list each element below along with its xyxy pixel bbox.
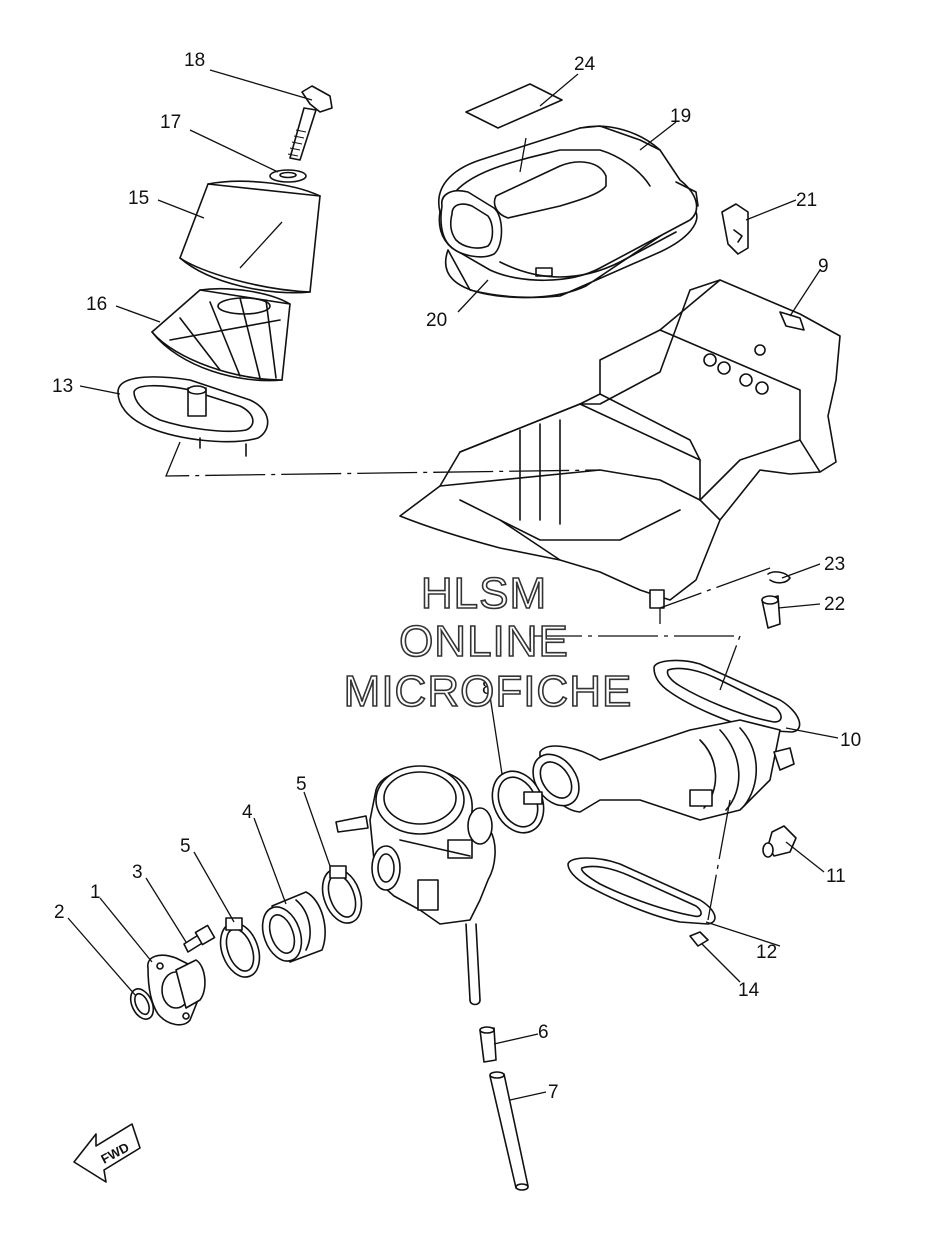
watermark: HLSM ONLINE MICROFICHE xyxy=(343,568,633,717)
label-14: 14 xyxy=(738,980,760,1001)
label-8: 8 xyxy=(482,678,493,699)
reference-lines xyxy=(165,441,771,921)
label-19: 19 xyxy=(670,106,691,127)
label-1: 1 xyxy=(90,882,101,903)
leader-lines xyxy=(67,69,839,1101)
label-21: 21 xyxy=(796,190,817,211)
label-5-right: 5 xyxy=(296,774,307,795)
label-16: 16 xyxy=(86,294,107,315)
label-11: 11 xyxy=(826,866,846,887)
part-9-airbox-case xyxy=(399,279,841,609)
part-24-decal xyxy=(465,83,563,129)
label-23: 23 xyxy=(824,554,845,575)
label-18: 18 xyxy=(184,50,205,71)
part-15-filter-element xyxy=(179,180,321,294)
part-5-clamp-right xyxy=(321,865,363,924)
part-4-carb-joint xyxy=(261,891,326,963)
part-22-cap xyxy=(761,595,781,629)
part-14-nut xyxy=(689,931,709,947)
label-17: 17 xyxy=(160,112,181,133)
label-4: 4 xyxy=(242,802,253,823)
part-17-washer xyxy=(269,169,307,183)
part-10-intake-joint xyxy=(532,659,801,821)
fwd-arrow-icon: FWD xyxy=(73,1123,141,1183)
part-12-gasket xyxy=(567,857,716,925)
label-22: 22 xyxy=(824,594,845,615)
part-7-hose xyxy=(489,1071,529,1191)
part-18-wing-bolt xyxy=(287,85,333,161)
label-15: 15 xyxy=(128,188,149,209)
label-12: 12 xyxy=(756,942,777,963)
part-1-manifold xyxy=(147,954,206,1026)
watermark-line-2: ONLINE xyxy=(399,617,569,666)
label-3: 3 xyxy=(132,862,143,883)
label-6: 6 xyxy=(538,1022,549,1043)
part-19-airbox-cover xyxy=(438,125,699,299)
watermark-line-1: HLSM xyxy=(421,569,547,618)
watermark-line-3: MICROFICHE xyxy=(344,667,633,716)
part-8-clamp xyxy=(491,770,545,834)
part-3-bolt xyxy=(183,924,216,953)
part-23-clip xyxy=(767,571,791,584)
label-5-left: 5 xyxy=(180,836,191,857)
part-6-fitting xyxy=(479,1026,497,1063)
part-labels: 18 17 15 16 13 24 19 20 21 9 23 22 10 11… xyxy=(52,50,861,1103)
part-5-clamp-left xyxy=(219,917,261,978)
label-24: 24 xyxy=(574,54,596,75)
label-2: 2 xyxy=(54,902,65,923)
label-10: 10 xyxy=(840,730,861,751)
label-20: 20 xyxy=(426,310,447,331)
part-16-filter-guide xyxy=(151,287,291,382)
part-11-elbow xyxy=(762,825,797,858)
part-2-o-ring xyxy=(129,988,155,1020)
carburetor xyxy=(335,765,496,1006)
part-21-clip xyxy=(721,203,749,255)
label-7: 7 xyxy=(548,1082,559,1103)
label-13: 13 xyxy=(52,376,73,397)
label-9: 9 xyxy=(818,256,829,277)
part-13-filter-base xyxy=(117,376,269,457)
